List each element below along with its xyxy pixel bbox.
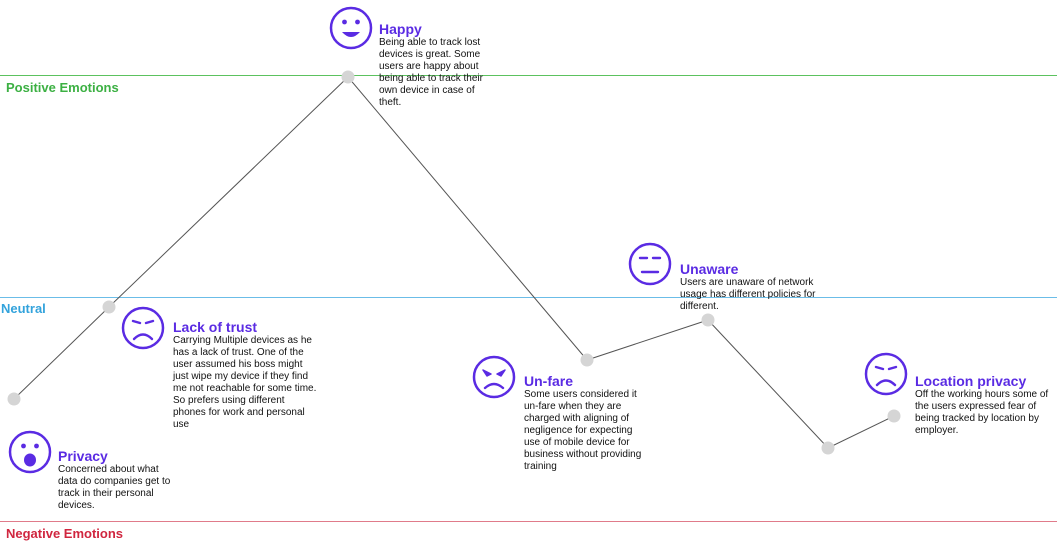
node-unaware: [701, 313, 715, 327]
node-location-privacy: [887, 409, 901, 423]
node-happy: [341, 70, 355, 84]
neutral-face-icon: [628, 242, 672, 286]
emotion-happy: Happy Being able to track lost devices i…: [379, 21, 495, 109]
emotion-title: Un-fare: [524, 373, 574, 389]
emotion-un-fare: Un-fare Some users considered it un-fare…: [524, 373, 646, 473]
emotion-description: Some users considered it un-fare when th…: [524, 389, 642, 472]
node-un-fare: [580, 353, 594, 367]
emotion-description: Users are unaware of network usage has d…: [680, 277, 816, 312]
negative-emotions-label: Negative Emotions: [6, 526, 124, 541]
emotion-title: Location privacy: [915, 373, 1027, 389]
emotion-location-privacy: Location privacy Off the working hours s…: [915, 373, 1055, 437]
emotion-title: Happy: [379, 21, 422, 37]
node-dip: [821, 441, 835, 455]
positive-emotions-label: Positive Emotions: [6, 80, 119, 95]
emotion-description: Off the working hours some of the users …: [915, 389, 1049, 436]
neutral-line: [0, 297, 1057, 298]
happy-face-icon: [329, 6, 373, 50]
emotion-title: Unaware: [680, 261, 739, 277]
emotion-description: Being able to track lost devices is grea…: [379, 37, 483, 108]
negative-line: [0, 521, 1057, 522]
emotion-unaware: Unaware Users are unaware of network usa…: [680, 261, 816, 313]
emotion-description: Carrying Multiple devices as he has a la…: [173, 335, 317, 430]
neutral-label: Neutral: [1, 301, 46, 316]
sad-face-icon: [864, 352, 908, 396]
emotion-title: Privacy: [58, 448, 108, 464]
node-privacy: [7, 392, 21, 406]
emotion-title: Lack of trust: [173, 319, 258, 335]
emotion-description: Concerned about what data do companies g…: [58, 464, 171, 511]
positive-line: [0, 75, 1057, 76]
emotion-privacy: Privacy Concerned about what data do com…: [58, 448, 180, 512]
angry-face-icon: [472, 355, 516, 399]
emotion-lack-of-trust: Lack of trust Carrying Multiple devices …: [173, 319, 319, 431]
node-lack-of-trust: [102, 300, 116, 314]
sad-face-icon: [121, 306, 165, 350]
shocked-face-icon: [8, 430, 52, 474]
